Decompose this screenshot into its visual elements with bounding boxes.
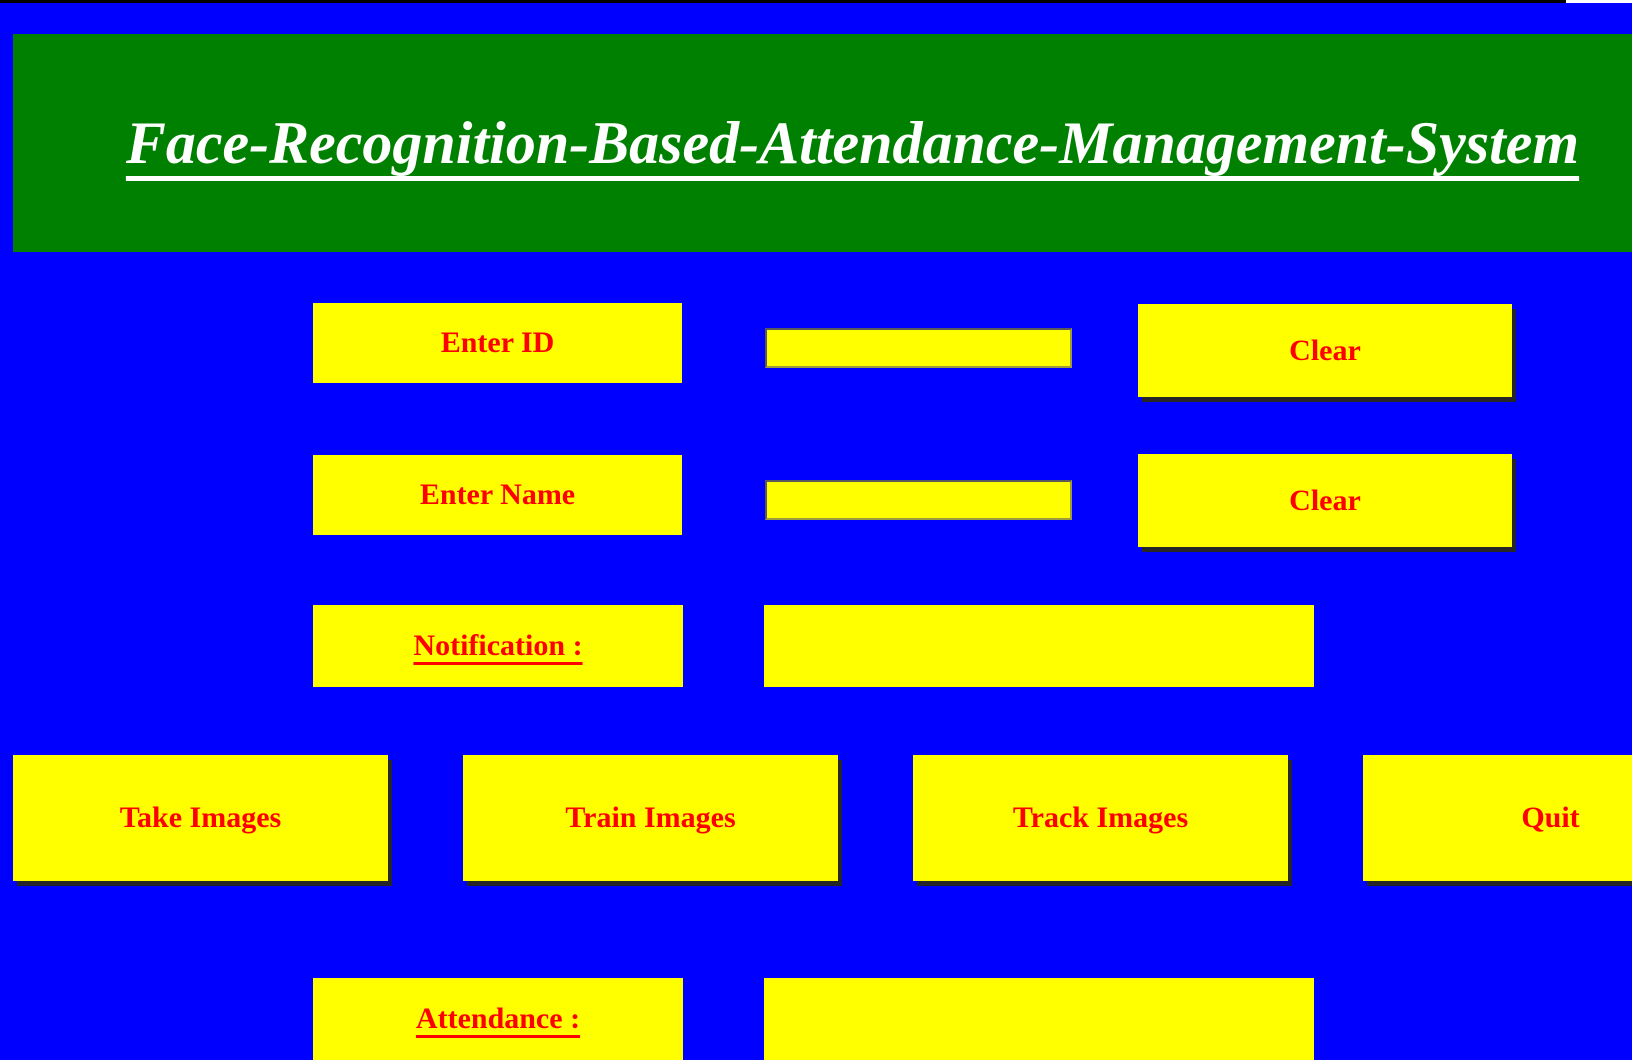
window-top-border-right bbox=[1566, 0, 1632, 3]
notification-label-text: Notification : bbox=[413, 629, 583, 662]
clear-name-button[interactable]: Clear bbox=[1138, 454, 1512, 547]
enter-id-label: Enter ID bbox=[313, 303, 682, 383]
window-top-border bbox=[0, 0, 1566, 3]
notification-label: Notification : bbox=[313, 605, 683, 687]
header-banner: Face-Recognition-Based-Attendance-Manage… bbox=[13, 34, 1632, 252]
name-input[interactable] bbox=[765, 480, 1072, 520]
clear-id-button[interactable]: Clear bbox=[1138, 304, 1512, 397]
attendance-message-box bbox=[764, 978, 1314, 1060]
attendance-label: Attendance : bbox=[313, 978, 683, 1060]
attendance-label-text: Attendance : bbox=[415, 1002, 581, 1035]
page-title: Face-Recognition-Based-Attendance-Manage… bbox=[125, 109, 1580, 176]
enter-name-label: Enter Name bbox=[313, 455, 682, 535]
quit-button[interactable]: Quit bbox=[1363, 755, 1632, 881]
track-images-button[interactable]: Track Images bbox=[913, 755, 1288, 881]
take-images-button[interactable]: Take Images bbox=[13, 755, 388, 881]
notification-message-box bbox=[764, 605, 1314, 687]
id-input[interactable] bbox=[765, 328, 1072, 368]
train-images-button[interactable]: Train Images bbox=[463, 755, 838, 881]
